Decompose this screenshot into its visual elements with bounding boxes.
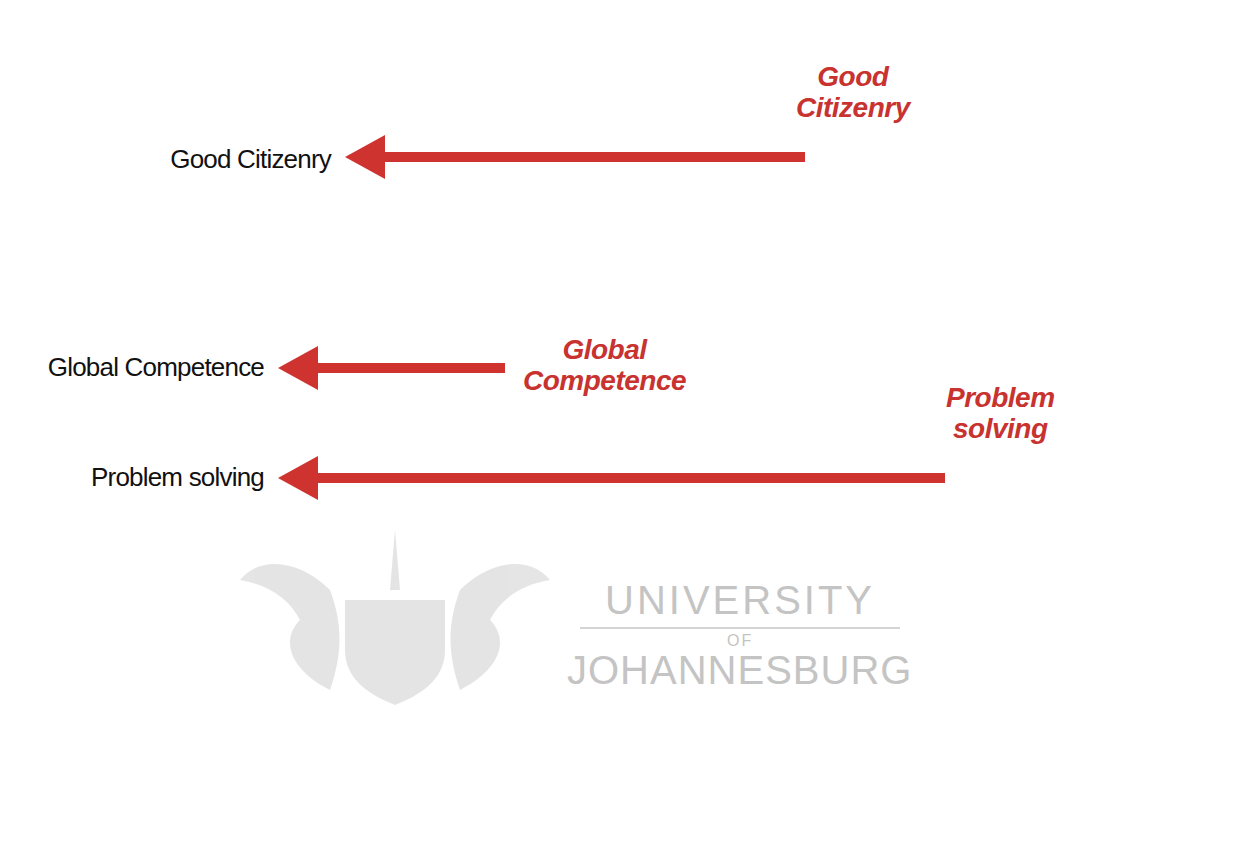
watermark-text: UNIVERSITY <box>601 578 879 622</box>
outcome-label: Global Competence <box>48 352 264 383</box>
arrowhead <box>278 456 318 500</box>
brain-region: Good CitizenryGlobal CompetenceProblem s… <box>360 0 1233 863</box>
leader-arrow <box>313 473 945 483</box>
arrows <box>278 135 945 500</box>
arrowhead <box>278 346 318 390</box>
watermark-text: OF <box>723 632 757 650</box>
leader-arrow <box>380 152 805 162</box>
arrowhead <box>345 135 385 179</box>
outcome-label: Problem solving <box>91 462 264 493</box>
outcome-label: Good Citizenry <box>170 144 331 175</box>
watermark-logo <box>240 530 550 705</box>
leader-arrow <box>313 363 505 373</box>
watermark-rule <box>580 627 900 629</box>
brain-illustration <box>360 0 1233 863</box>
watermark-text: JOHANNESBURG <box>563 648 916 692</box>
region-label: Problem solving <box>943 383 1058 445</box>
region-label: Global Competence <box>520 335 689 397</box>
region-label: Good Citizenry <box>793 62 913 124</box>
